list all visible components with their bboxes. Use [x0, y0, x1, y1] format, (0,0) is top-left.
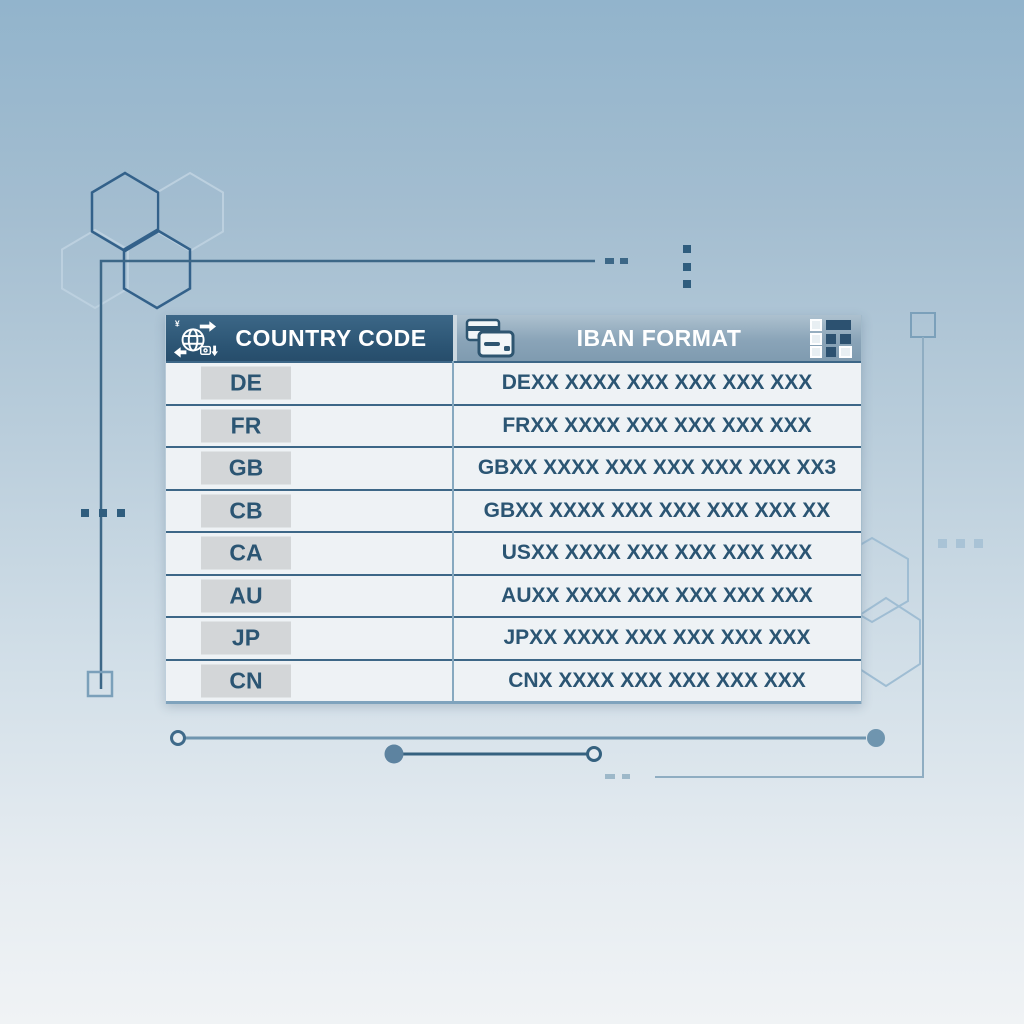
- dot-decoration: [99, 509, 107, 517]
- table-row: CB GBXX XXXX XXX XXX XXX XXX XX: [166, 488, 861, 532]
- iban-format-value: JPXX XXXX XXX XXX XXX XXX: [503, 626, 811, 650]
- hexagon-decoration: [61, 228, 129, 310]
- column-label-country-code: COUNTRY CODE: [235, 324, 427, 351]
- table-header: ¥ COUNTRY CODE IBAN FO: [166, 315, 861, 361]
- dot-decoration: [117, 509, 125, 517]
- dash-decoration: [620, 258, 628, 264]
- table-body: DE DEXX XXXX XXX XXX XXX XXX FR FRXX XXX…: [166, 361, 861, 704]
- dot-decoration: [956, 539, 965, 548]
- iban-format-value: GBXX XXXX XXX XXX XXX XXX XX3: [477, 456, 837, 480]
- dot-decoration: [81, 509, 89, 517]
- table-row: JP JPXX XXXX XXX XXX XXX XXX: [166, 616, 861, 659]
- svg-text:¥: ¥: [175, 319, 180, 329]
- country-code-value: AU: [201, 579, 291, 613]
- grid-icon: [810, 318, 852, 358]
- hexagon-decoration: [851, 596, 921, 688]
- iban-format-value: USXX XXXX XXX XXX XXX XXX: [501, 541, 813, 565]
- country-code-value: CA: [201, 536, 291, 570]
- country-code-cell: JP: [166, 616, 454, 659]
- table-row: AU AUXX XXXX XXX XXX XXX XXX: [166, 573, 861, 617]
- square-node: [86, 670, 114, 698]
- dash-decoration: [605, 258, 614, 264]
- filled-circle-node: [384, 744, 404, 764]
- open-circle-node: [586, 746, 602, 762]
- country-code-value: GB: [201, 451, 291, 485]
- iban-table: ¥ COUNTRY CODE IBAN FO: [165, 315, 862, 704]
- hexagon-decoration: [156, 171, 224, 253]
- currency-exchange-globe-icon: ¥: [173, 319, 218, 358]
- country-code-cell: GB: [166, 446, 454, 489]
- iban-format-cell: DEXX XXXX XXX XXX XXX XXX: [453, 363, 861, 404]
- country-code-cell: CB: [166, 488, 454, 532]
- country-code-cell: CA: [166, 531, 454, 574]
- iban-format-cell: CNX XXXX XXX XXX XXX XXX: [453, 661, 861, 702]
- open-circle-node: [170, 730, 186, 746]
- country-code-cell: DE: [166, 361, 454, 404]
- dot-decoration: [683, 280, 691, 288]
- table-row: CA USXX XXXX XXX XXX XXX XXX: [166, 531, 861, 574]
- iban-format-cell: JPXX XXXX XXX XXX XXX XXX: [453, 618, 861, 659]
- country-code-value: DE: [201, 366, 291, 400]
- country-code-value: CN: [201, 664, 291, 698]
- country-code-value: CB: [201, 494, 291, 528]
- hexagon-decoration: [90, 171, 160, 253]
- column-header-iban-format: IBAN FORMAT: [457, 315, 861, 361]
- table-row: CN CNX XXXX XXX XXX XXX XXX: [166, 658, 861, 702]
- country-code-cell: AU: [166, 573, 454, 617]
- dot-decoration: [683, 245, 691, 253]
- iban-format-cell: AUXX XXXX XXX XXX XXX XXX: [453, 576, 861, 617]
- iban-format-value: AUXX XXXX XXX XXX XXX XXX: [501, 583, 813, 607]
- iban-format-value: GBXX XXXX XXX XXX XXX XXX XX: [483, 498, 831, 522]
- dash-decoration: [622, 774, 630, 779]
- table-row: DE DEXX XXXX XXX XXX XXX XXX: [166, 361, 861, 404]
- dash-decoration: [605, 774, 615, 779]
- iban-format-value: CNX XXXX XXX XXX XXX XXX: [508, 668, 806, 692]
- column-header-country-code: ¥ COUNTRY CODE: [166, 315, 453, 361]
- iban-format-cell: FRXX XXXX XXX XXX XXX XXX: [453, 406, 861, 447]
- column-label-iban-format: IBAN FORMAT: [576, 324, 742, 351]
- header-divider: [453, 315, 457, 361]
- dot-decoration: [938, 539, 947, 548]
- table-row: FR FRXX XXXX XXX XXX XXX XXX: [166, 403, 861, 447]
- iban-format-cell: USXX XXXX XXX XXX XXX XXX: [453, 533, 861, 574]
- iban-format-cell: GBXX XXXX XXX XXX XXX XXX XX3: [453, 448, 861, 489]
- country-code-value: FR: [201, 409, 291, 443]
- filled-circle-node: [867, 729, 885, 747]
- square-node: [910, 312, 936, 338]
- iban-format-cell: GBXX XXXX XXX XXX XXX XXX XX: [453, 491, 861, 532]
- dot-decoration: [974, 539, 983, 548]
- country-code-cell: FR: [166, 403, 454, 447]
- dot-decoration: [683, 263, 691, 271]
- country-code-value: JP: [201, 621, 291, 655]
- iban-format-value: FRXX XXXX XXX XXX XXX XXX: [502, 413, 812, 437]
- country-code-cell: CN: [166, 658, 454, 702]
- iban-format-value: DEXX XXXX XXX XXX XXX XXX: [501, 371, 813, 395]
- table-row: GB GBXX XXXX XXX XXX XXX XXX XX3: [166, 446, 861, 489]
- hexagon-decoration: [122, 228, 192, 310]
- credit-cards-icon: [465, 318, 515, 358]
